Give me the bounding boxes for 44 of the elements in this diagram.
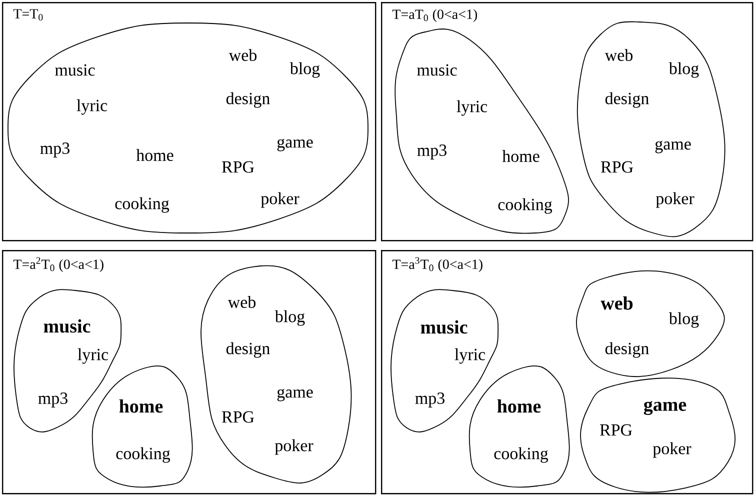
keyword: poker — [274, 439, 314, 455]
keyword: music — [55, 64, 95, 76]
keyword: RPG — [222, 161, 254, 173]
keyword: RPG — [222, 411, 254, 423]
keyword: music — [44, 319, 90, 333]
keyword: design — [605, 92, 649, 108]
keyword: cooking — [498, 198, 552, 214]
keyword: lyric — [456, 100, 488, 116]
keyword: blog — [290, 62, 320, 78]
keyword: game — [655, 140, 691, 154]
keyword: game — [644, 401, 686, 415]
keyword: poker — [656, 192, 694, 208]
keyword: lyric — [454, 348, 486, 364]
keyword: lyric — [78, 348, 108, 364]
keyword: cooking — [494, 447, 548, 463]
keyword: mp3 — [417, 144, 446, 160]
keyword: cooking — [115, 197, 170, 213]
keyword: web — [600, 296, 633, 310]
keyword: web — [228, 296, 256, 308]
keyword: web — [228, 49, 257, 61]
keyword: blog — [668, 62, 699, 78]
keyword: game — [277, 388, 313, 402]
keyword: poker — [652, 442, 692, 458]
keyword: home — [502, 150, 540, 162]
keyword: design — [605, 342, 649, 358]
keyword: home — [119, 399, 163, 413]
keyword: design — [226, 342, 270, 358]
keyword: home — [136, 149, 174, 161]
keyword: RPG — [600, 424, 632, 436]
keyword: mp3 — [40, 142, 70, 158]
keyword: poker — [260, 192, 300, 208]
keyword: home — [497, 399, 541, 413]
keyword: cooking — [116, 447, 170, 463]
keyword: music — [420, 320, 468, 334]
keyword: design — [226, 92, 270, 108]
keyword: blog — [274, 310, 305, 326]
keyword: blog — [668, 312, 699, 328]
keyword: RPG — [600, 161, 633, 173]
keyword: web — [604, 49, 633, 61]
keyword: mp3 — [38, 392, 68, 408]
keyword: game — [277, 138, 313, 152]
keyword: lyric — [76, 99, 108, 115]
keyword: music — [417, 64, 457, 76]
keyword: mp3 — [415, 392, 444, 408]
